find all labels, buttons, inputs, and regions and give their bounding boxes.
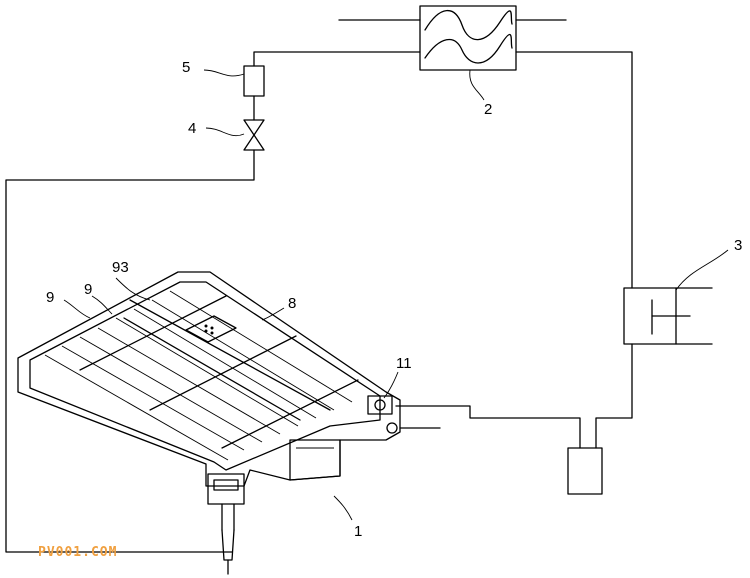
label-5: 5: [182, 59, 190, 76]
label-4: 4: [188, 120, 196, 137]
watermark: PV001.COM: [38, 545, 117, 560]
ice-tray-assembly: [17, 271, 441, 575]
label-11: 11: [396, 355, 412, 372]
label-8: 8: [288, 295, 296, 312]
label-1: 1: [354, 523, 362, 540]
compressor: [623, 287, 713, 345]
label-9-right: 9: [84, 281, 92, 298]
refrigerant-piping: [5, 51, 633, 553]
heat-exchanger: [338, 5, 567, 71]
label-3: 3: [734, 237, 742, 254]
filter-drier: [243, 65, 265, 97]
receiver-tank: [567, 447, 603, 495]
label-9-left: 9: [46, 289, 54, 306]
leader-lines: [63, 69, 729, 521]
label-93: 93: [112, 259, 129, 276]
label-2: 2: [484, 101, 492, 118]
expansion-valve: [243, 119, 265, 151]
